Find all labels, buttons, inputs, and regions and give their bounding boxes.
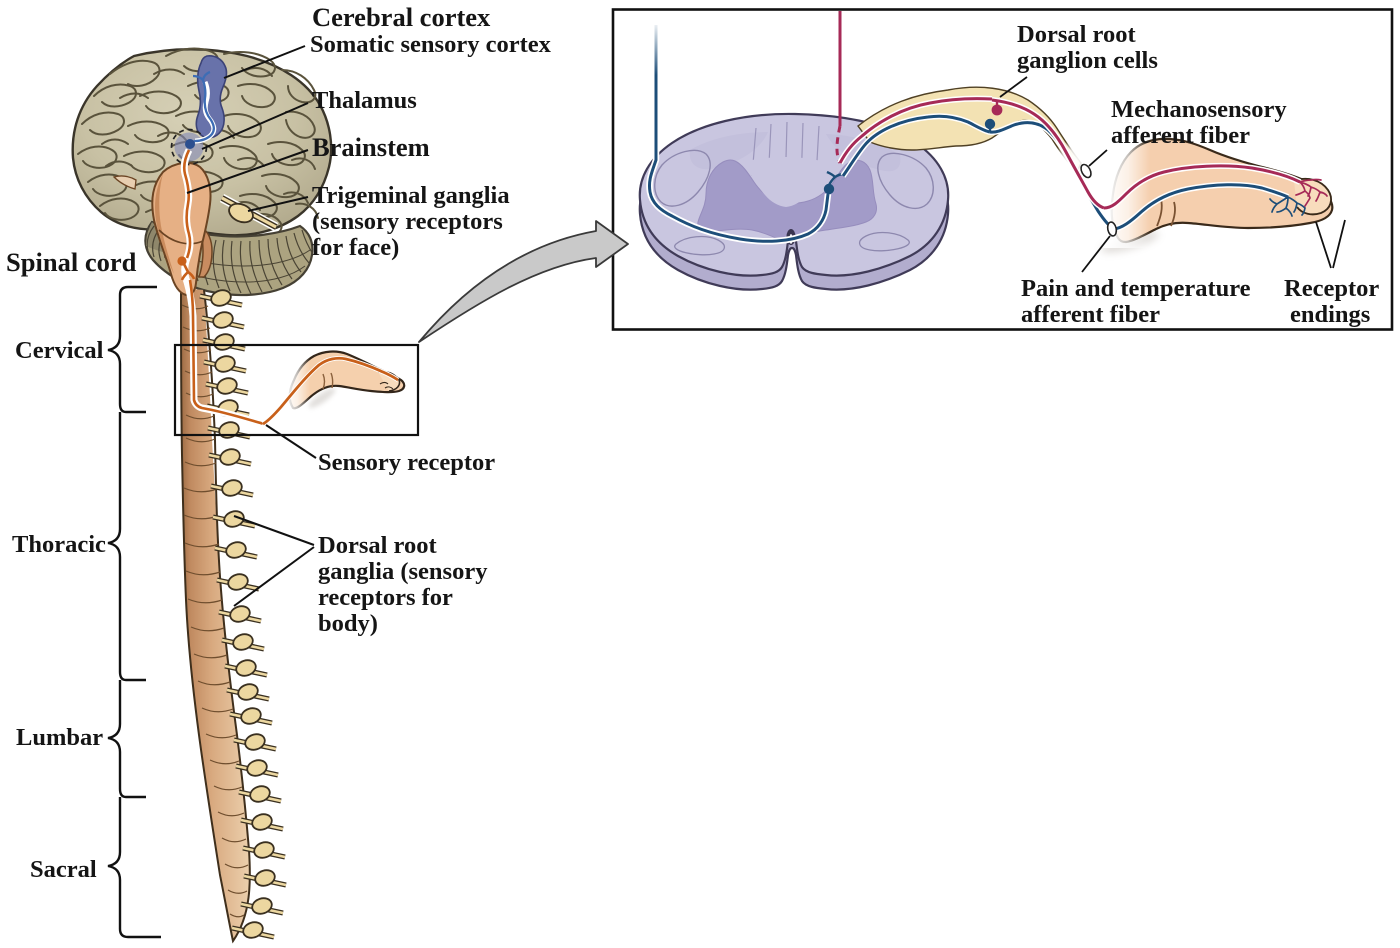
svg-text:Cervical: Cervical	[15, 337, 104, 364]
svg-text:ganglion cells: ganglion cells	[1017, 47, 1158, 74]
svg-text:ganglia (sensory: ganglia (sensory	[318, 558, 488, 585]
svg-text:body): body)	[318, 610, 378, 637]
svg-text:(sensory receptors: (sensory receptors	[312, 208, 503, 235]
svg-text:Trigeminal ganglia: Trigeminal ganglia	[312, 182, 510, 209]
svg-text:Pain and temperature: Pain and temperature	[1021, 275, 1251, 302]
svg-text:Mechanosensory: Mechanosensory	[1111, 96, 1287, 123]
svg-text:for face): for face)	[312, 234, 399, 261]
svg-text:Receptor: Receptor	[1284, 275, 1379, 302]
svg-text:Dorsal root: Dorsal root	[318, 532, 437, 559]
svg-text:Cerebral cortex: Cerebral cortex	[312, 2, 491, 32]
svg-text:afferent fiber: afferent fiber	[1021, 301, 1160, 328]
svg-text:Somatic sensory cortex: Somatic sensory cortex	[310, 31, 552, 58]
svg-text:afferent fiber: afferent fiber	[1111, 122, 1250, 149]
svg-text:Brainstem: Brainstem	[312, 132, 430, 162]
svg-text:endings: endings	[1290, 301, 1370, 328]
svg-text:Sacral: Sacral	[30, 856, 97, 883]
svg-text:receptors for: receptors for	[318, 584, 453, 611]
svg-text:Lumbar: Lumbar	[16, 724, 103, 751]
svg-text:Thoracic: Thoracic	[12, 531, 106, 558]
svg-text:Dorsal root: Dorsal root	[1017, 21, 1136, 48]
svg-text:Thalamus: Thalamus	[312, 87, 417, 114]
svg-text:Sensory receptor: Sensory receptor	[318, 449, 495, 476]
svg-text:Spinal cord: Spinal cord	[6, 247, 137, 277]
